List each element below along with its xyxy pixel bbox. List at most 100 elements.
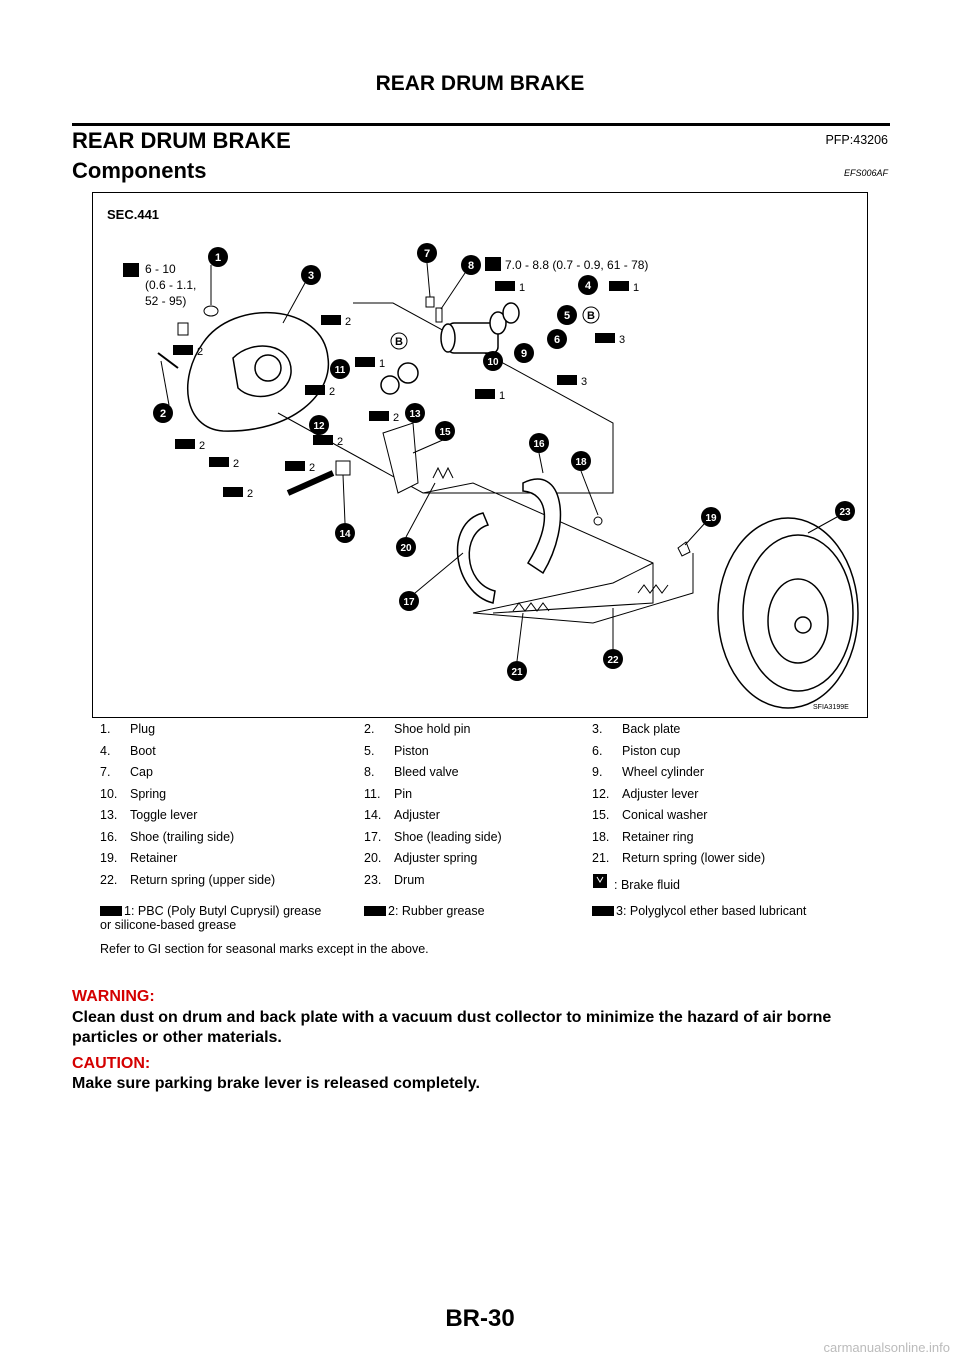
shoe-leading	[456, 512, 496, 604]
torque-spec-a: 6 - 10 (0.6 - 1.1, 52 - 95)	[123, 262, 196, 308]
retainer-part	[677, 541, 691, 557]
legend-number: 20.	[364, 851, 382, 865]
svg-text:2: 2	[197, 346, 203, 358]
callout-9: 9	[514, 343, 534, 363]
callout-11: 11	[330, 359, 350, 379]
grease-marker: 2	[313, 435, 343, 448]
grease-marker: 2	[223, 487, 253, 500]
legend-row: 19.Retainer 20. Adjuster spring 21.Return s…	[100, 851, 870, 871]
toggle-lever	[382, 422, 419, 494]
svg-text:1: 1	[633, 282, 639, 294]
legend-label: Back plate	[622, 722, 681, 736]
legend-item: 16.Shoe (trailing side)	[100, 830, 234, 844]
legend-label: Drum	[394, 872, 425, 887]
grease-marker: 2	[173, 345, 203, 358]
legend-number: 10.	[100, 786, 118, 801]
svg-text:14: 14	[339, 529, 351, 540]
badge-b: B	[582, 306, 600, 324]
grease-icon	[364, 905, 386, 917]
legend-item: : Brake fluid	[592, 873, 680, 892]
legend-row: 13. Toggle lever 14.Adjuster 15.Conical was…	[100, 808, 870, 828]
torque-a-line2: (0.6 - 1.1,	[145, 278, 196, 292]
legend-item: 12.Adjuster lever	[592, 787, 698, 801]
callout-10: 10	[483, 351, 503, 371]
legend-item: 19.Retainer	[100, 851, 177, 865]
callout-16: 16	[529, 433, 549, 453]
svg-text:10: 10	[487, 357, 499, 368]
watermark: carmanualsonline.info	[823, 1340, 950, 1355]
callout-5: 5	[557, 305, 577, 325]
section-title: REAR DRUM BRAKE	[72, 128, 291, 153]
legend-number: 6.	[592, 743, 603, 758]
cap-part	[425, 296, 435, 308]
callout-1: 1	[208, 247, 228, 267]
grease-marker: 1	[475, 389, 505, 402]
svg-text:3: 3	[619, 334, 625, 346]
grease-markers: 2 2 2 2 2 2 2 2 2 1 1 1 1 3 3	[173, 281, 639, 500]
torque-a-line3: 52 - 95)	[145, 294, 186, 308]
legend-row: 22.Return spring (upper side)23.Drum: Br…	[100, 873, 870, 893]
warning-label: WARNING:	[72, 988, 155, 1005]
brake-fluid-badges: B B	[390, 306, 600, 350]
legend-item: 2.Shoe hold pin	[364, 722, 470, 736]
svg-text:3: 3	[581, 376, 587, 388]
legend-item: 15.Conical washer	[592, 808, 707, 822]
legend-number: 17.	[364, 829, 382, 844]
legend-label: Toggle lever	[130, 808, 198, 822]
svg-text:1: 1	[215, 252, 221, 264]
legend-number: 5.	[364, 743, 375, 758]
callout-8: 8	[461, 255, 481, 275]
svg-text:17: 17	[403, 597, 415, 608]
components-diagram: SEC.441 6 - 10 (0.6 - 1.1, 52 - 95) 7.0 …	[92, 192, 868, 718]
legend-label: Return spring (upper side)	[130, 872, 276, 887]
legend-label: Retainer ring	[622, 829, 694, 844]
legend-number: 7.	[100, 765, 111, 779]
plug-part	[203, 305, 219, 317]
legend-label: Wheel cylinder	[622, 765, 704, 779]
grease-label: 2: Rubber grease	[388, 904, 485, 918]
back-plate	[186, 311, 330, 432]
legend-item: 21.Return spring (lower side)	[592, 851, 765, 865]
svg-text:4: 4	[585, 280, 592, 292]
torque-b-text: 7.0 - 8.8 (0.7 - 0.9, 61 - 78)	[505, 258, 648, 272]
sec-label: SEC.441	[107, 207, 159, 222]
legend-number: 11.	[364, 786, 381, 801]
callout-20: 20	[396, 537, 416, 557]
legend-label: Piston cup	[622, 743, 681, 758]
legend-note: Refer to GI section for seasonal marks e…	[100, 942, 429, 956]
svg-text:6: 6	[554, 334, 560, 346]
grease-label: 3: Polyglycol ether based lubricant	[616, 904, 807, 918]
legend-item: 1.Plug	[100, 722, 155, 736]
legend-number: 13.	[100, 808, 118, 822]
legend-number: 8.	[364, 765, 375, 779]
legend-item: 8.Bleed valve	[364, 765, 459, 779]
leader-lines	[160, 262, 838, 662]
grease-marker: 2	[305, 385, 335, 398]
grease-marker: 1	[355, 357, 385, 370]
svg-text:2: 2	[345, 316, 351, 328]
section-code: EFS006AF	[843, 168, 888, 178]
svg-text:22: 22	[607, 655, 619, 666]
svg-text:1: 1	[499, 390, 505, 402]
adjuster-spring	[432, 466, 454, 480]
svg-text:18: 18	[575, 457, 587, 468]
legend-label: : Brake fluid	[614, 877, 681, 892]
legend-label: Retainer	[130, 851, 178, 865]
legend-item: 4.Boot	[100, 744, 156, 758]
svg-text:2: 2	[329, 386, 335, 398]
svg-text:2: 2	[233, 458, 239, 470]
legend-item: 14.Adjuster	[364, 808, 440, 822]
legend-item: 23.Drum	[364, 873, 425, 887]
svg-text:8: 8	[468, 260, 474, 272]
svg-text:2: 2	[199, 440, 205, 452]
badge-b: B	[390, 332, 408, 350]
legend-label: Shoe hold pin	[394, 722, 471, 736]
legend-label: Spring	[130, 786, 167, 801]
return-spring-lower	[512, 602, 550, 612]
svg-text:21: 21	[511, 667, 523, 678]
legend-label: Adjuster spring	[394, 851, 478, 865]
callout-7: 7	[417, 243, 437, 263]
svg-text:12: 12	[313, 421, 325, 432]
